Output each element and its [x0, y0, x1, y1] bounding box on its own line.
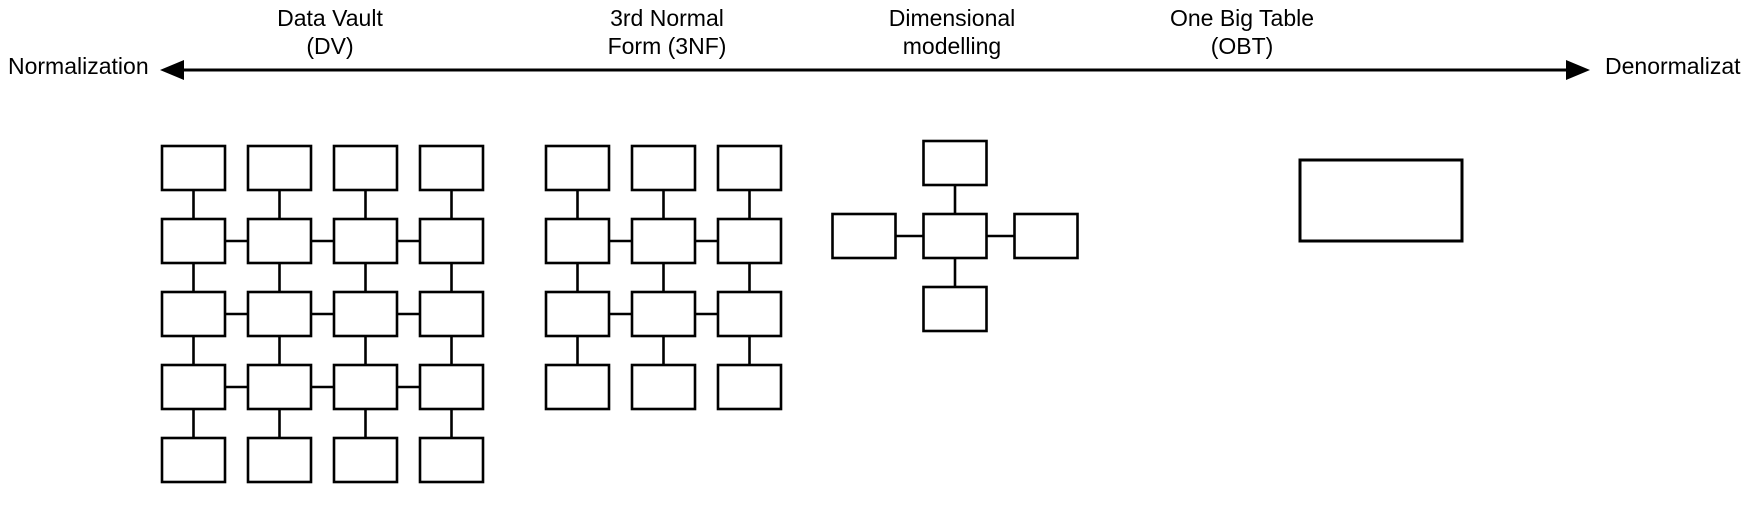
schema-node — [332, 217, 399, 265]
schema-one-big-table — [1298, 158, 1464, 243]
schema-node — [716, 217, 783, 265]
stage-label-data-vault: Data Vault (DV) — [277, 5, 383, 59]
schema-third-normal-form — [544, 144, 783, 411]
axis-label-normalization: Normalization — [8, 53, 149, 79]
schema-node — [418, 290, 485, 338]
normalization-spectrum-arrow — [160, 60, 1590, 80]
schema-node-one-big-table — [1298, 158, 1464, 243]
schema-node — [246, 363, 313, 411]
schema-node-dimension-up — [922, 139, 988, 187]
arrow-head-right — [1566, 60, 1590, 80]
schema-node — [630, 217, 697, 265]
axis-label-denormalization: Denormalization — [1605, 53, 1742, 79]
schema-node — [418, 217, 485, 265]
schema-node — [160, 363, 227, 411]
schema-node — [716, 144, 783, 192]
schema-node-dimension-right — [1013, 212, 1079, 260]
schema-node — [332, 290, 399, 338]
schema-node — [544, 363, 611, 411]
stage-label-third-normal-form: 3rd Normal Form (3NF) — [607, 5, 727, 59]
schema-node — [160, 290, 227, 338]
arrow-head-left — [160, 60, 184, 80]
stage-label-dimensional-modelling: Dimensional modelling — [888, 5, 1016, 59]
schema-node — [544, 217, 611, 265]
schema-node — [630, 290, 697, 338]
schema-node — [418, 363, 485, 411]
schema-node-fact — [922, 212, 988, 260]
schema-data-vault — [160, 144, 485, 484]
stage-label-one-big-table: One Big Table (OBT) — [1169, 5, 1315, 59]
schema-node — [246, 217, 313, 265]
schema-node — [716, 363, 783, 411]
schema-node — [716, 290, 783, 338]
schema-node — [332, 436, 399, 484]
schema-node — [246, 144, 313, 192]
schema-node — [630, 363, 697, 411]
schema-node — [544, 144, 611, 192]
schema-node-dimension-left — [831, 212, 897, 260]
schema-node — [160, 436, 227, 484]
schema-node-dimension-down — [922, 285, 988, 333]
schema-node — [630, 144, 697, 192]
schema-node — [544, 290, 611, 338]
schema-dimensional-modelling — [831, 139, 1079, 333]
schema-node — [246, 436, 313, 484]
schema-node — [246, 290, 313, 338]
schema-node — [332, 363, 399, 411]
schema-node — [418, 436, 485, 484]
schema-node — [160, 144, 227, 192]
schema-node — [160, 217, 227, 265]
schema-node — [332, 144, 399, 192]
schema-node — [418, 144, 485, 192]
